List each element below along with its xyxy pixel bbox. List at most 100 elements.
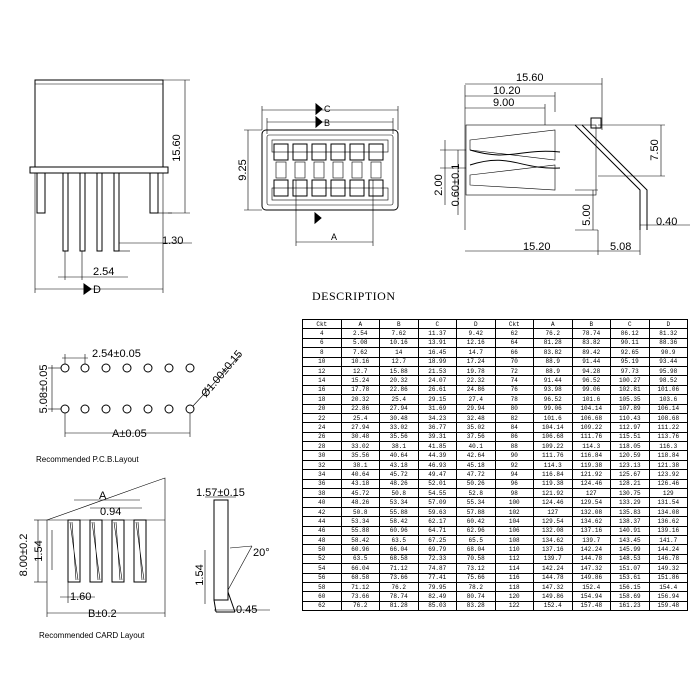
card-dim: 8.00±0.2 (18, 534, 30, 577)
table-cell: 68.58 (340, 572, 380, 583)
table-cell: 89.42 (571, 347, 611, 358)
table-cell: 118 (494, 581, 534, 593)
table-cell: 42 (302, 506, 342, 518)
table-cell: 55.88 (379, 506, 419, 518)
table-cell: 106 (494, 525, 534, 537)
table-cell: 84 (494, 422, 534, 433)
table-cell: 136.62 (648, 516, 688, 527)
front-view-base (29, 166, 169, 174)
table-header-cell: D (648, 318, 688, 330)
table-cell: 112 (494, 553, 534, 565)
front-height-dim: 15.60 (171, 134, 183, 162)
pcb-hole (164, 404, 174, 414)
table-cell: 132.08 (533, 525, 573, 537)
table-cell: 75.66 (456, 572, 496, 583)
table-cell: 66.04 (340, 563, 380, 574)
table-cell: 60 (302, 591, 342, 602)
front-view-pin (96, 172, 103, 252)
table-cell: 29.15 (417, 394, 457, 405)
table-cell: 110.43 (610, 412, 650, 424)
table-cell: 116.84 (571, 450, 611, 461)
table-cell: 106.14 (648, 403, 688, 414)
card-dim: 1.54 (33, 540, 45, 561)
side-dim: 10.20 (493, 85, 521, 97)
table-cell: 26.61 (417, 384, 457, 396)
table-cell: 47.72 (456, 469, 496, 480)
pcb-hole (164, 363, 174, 373)
table-cell: 158.69 (610, 591, 650, 602)
table-cell: 114 (494, 563, 534, 574)
table-cell: 116.3 (648, 441, 688, 452)
dim-letter-b: B (324, 118, 330, 128)
table-cell: 124.46 (571, 478, 611, 490)
table-cell: 16 (302, 384, 342, 396)
table-header-cell: Ckt (494, 318, 534, 330)
table-cell: 100.27 (610, 375, 650, 386)
table-cell: 107.89 (610, 403, 650, 414)
top-view: C B A 9.25 (237, 102, 399, 246)
table-cell: 83.28 (456, 600, 496, 612)
table-cell: 102 (494, 506, 534, 518)
table-cell: 116.84 (533, 469, 573, 480)
table-cell: 94 (494, 469, 534, 480)
table-cell: 123.92 (648, 469, 688, 480)
table-cell: 70.58 (456, 553, 496, 565)
table-cell: 30 (302, 450, 342, 461)
table-cell: 134.62 (533, 534, 573, 546)
table-cell: 22.86 (340, 403, 380, 414)
table-cell: 48.26 (340, 497, 380, 508)
table-cell: 83.82 (571, 337, 611, 349)
contact-cavity (349, 179, 365, 197)
card-side-dim: 20° (253, 547, 270, 559)
table-cell: 15.24 (340, 375, 380, 386)
table-cell: 101.6 (571, 394, 611, 405)
pcb-hole (122, 404, 132, 414)
table-cell: 4 (302, 328, 342, 339)
pcb-pitch-dim: 2.54±0.05 (92, 348, 141, 360)
table-cell: 161.23 (610, 600, 650, 612)
pitch-dim: 2.54 (93, 266, 114, 278)
table-header-cell: C (610, 318, 650, 330)
table-cell: 81.28 (379, 600, 419, 612)
table-cell: 64.71 (417, 525, 457, 537)
table-cell: 73.66 (379, 572, 419, 583)
table-cell: 36 (302, 478, 342, 490)
table-header-cell: B (379, 318, 419, 330)
pcb-hole (101, 363, 111, 373)
table-cell: 45.72 (340, 488, 380, 499)
table-cell: 151.86 (648, 572, 688, 583)
table-cell: 156.15 (610, 581, 650, 593)
table-cell: 52.8 (456, 488, 496, 499)
table-cell: 123.13 (610, 459, 650, 471)
table-cell: 97.73 (610, 365, 650, 377)
table-cell: 94.28 (571, 365, 611, 377)
table-cell: 25.4 (379, 394, 419, 405)
table-cell: 49.47 (417, 469, 457, 480)
table-cell: 147.32 (533, 581, 573, 593)
table-cell: 72 (494, 365, 534, 377)
table-cell: 11.37 (417, 328, 457, 339)
table-cell: 50.26 (456, 478, 496, 490)
pcb-width-dim: A±0.05 (112, 428, 147, 440)
table-cell: 152.4 (571, 581, 611, 593)
contact-cavity (330, 143, 346, 161)
table-cell: 7.62 (340, 347, 380, 358)
side-view: 15.60 10.20 9.00 7.50 2.00 0.60±0.1 5.00… (433, 72, 690, 255)
table-cell: 58 (302, 581, 342, 593)
front-view-pin (62, 172, 69, 252)
table-cell: 20 (302, 403, 342, 414)
table-cell: 82 (494, 412, 534, 424)
table-cell: 73.66 (340, 591, 380, 602)
table-cell: 63.5 (340, 553, 380, 565)
card-side-view: 1.57±0.15 20° 1.54 0.45 (194, 487, 270, 616)
table-cell: 114.3 (533, 459, 573, 471)
front-view-pin (79, 172, 86, 252)
